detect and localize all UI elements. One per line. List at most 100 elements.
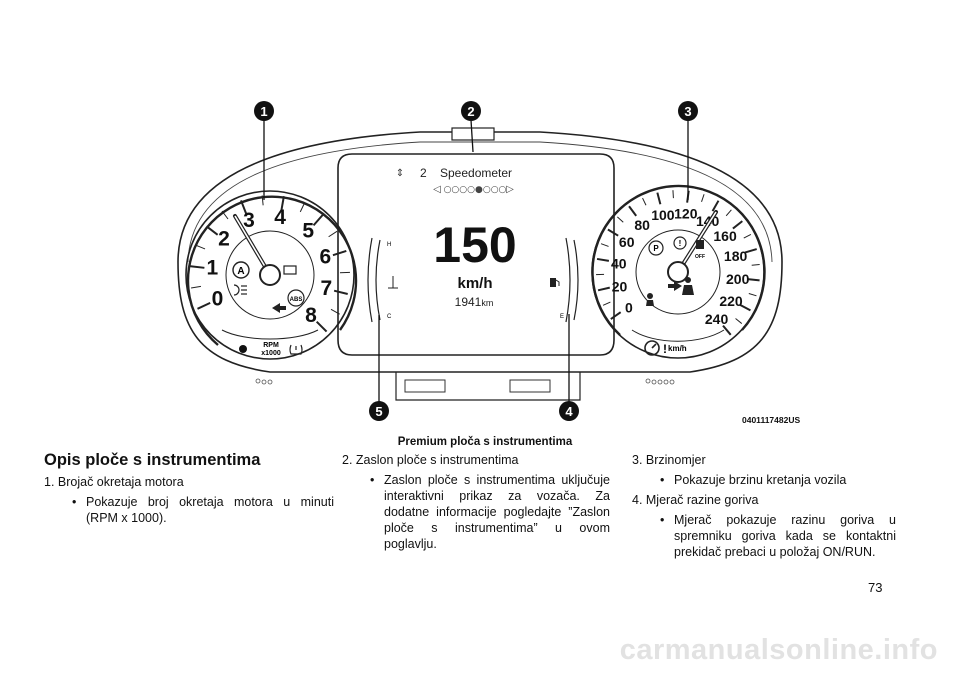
menu-left-arrow-icon: ◁ — [433, 184, 441, 195]
odometer: 1941km — [455, 295, 494, 309]
speedometer-tick — [597, 286, 610, 292]
speedometer-number: 240 — [705, 311, 729, 327]
tachometer-tick — [190, 265, 205, 269]
vent-holes-left — [255, 378, 273, 385]
speedometer-tick — [607, 228, 619, 237]
svg-text:P: P — [653, 244, 659, 253]
temp-low-label: C — [387, 314, 392, 320]
brake-warning-icon: ! — [673, 236, 687, 250]
svg-text:2: 2 — [467, 104, 474, 119]
tachometer-hub — [259, 264, 281, 286]
image-code: 0401117482US — [742, 415, 800, 425]
tachometer-tick — [328, 230, 338, 238]
tachometer-tick — [221, 210, 229, 220]
figure-caption: Premium ploča s instrumentima — [397, 436, 573, 448]
menu-updown-icon: ⇕ — [396, 168, 404, 179]
indicator-dot-icon — [239, 345, 247, 353]
tachometer-tick — [197, 301, 211, 310]
vent-holes-right — [645, 378, 675, 385]
speedometer-tick — [628, 205, 638, 217]
speedometer-number: 80 — [634, 217, 650, 233]
odometer-unit: km — [481, 298, 493, 308]
digital-speed: 150 — [433, 217, 516, 273]
tachometer-tick — [333, 289, 348, 295]
speedometer-tick — [656, 192, 662, 205]
speedometer-tick — [701, 194, 705, 203]
tachometer-number: 5 — [302, 219, 314, 242]
parking-brake-icon: P — [648, 240, 664, 256]
item-2-heading: 2. Zaslon ploče s instrumentima — [342, 453, 519, 467]
svg-text:!: ! — [679, 239, 682, 248]
speedometer-number: 220 — [719, 293, 743, 309]
speedometer-number: 160 — [713, 228, 737, 244]
tachometer-number: 0 — [212, 288, 224, 311]
text-column-left: Opis ploče s instrumentima 1. Brojač okr… — [44, 452, 334, 530]
speedometer-tick — [725, 209, 732, 217]
tachometer-tick — [280, 196, 285, 211]
menu-number: 2 — [420, 166, 427, 180]
svg-text:A: A — [237, 266, 244, 277]
svg-text:1: 1 — [260, 104, 267, 119]
tachometer-tick — [261, 195, 264, 206]
callout-2: 2 — [461, 101, 481, 121]
traction-control-off-icon: OFF — [695, 240, 705, 260]
tachometer-number: 8 — [305, 304, 317, 327]
item-1-bullet: Pokazuje broj okretaja motora u minuti (… — [44, 494, 334, 526]
rpm-multiplier: x1000 — [261, 350, 281, 357]
callout-1: 1 — [254, 101, 274, 121]
speedometer-warning-mark: ! — [663, 342, 667, 356]
page-indicator-dots: ○○○○●○○○ — [444, 185, 507, 195]
tachometer-number: 2 — [218, 228, 230, 251]
rpm-label: RPM — [263, 342, 279, 349]
tachometer-tick — [190, 285, 202, 289]
speedometer-number: 200 — [726, 271, 750, 287]
coolant-temp-icon — [388, 276, 398, 289]
tachometer-number: 7 — [320, 277, 332, 300]
speedometer-number: 20 — [612, 278, 628, 294]
speedometer-tick — [610, 311, 622, 320]
auto-headlamp-icon: A — [232, 261, 250, 279]
speedometer-tick — [751, 264, 760, 266]
callout-3: 3 — [678, 101, 698, 121]
speedometer-ticks — [596, 190, 760, 336]
check-engine-icon — [283, 265, 297, 275]
speedometer-tick — [732, 220, 743, 230]
left-turn-arrow-icon — [272, 303, 286, 313]
speedometer-tick — [735, 318, 743, 324]
fuel-empty-label: E — [560, 314, 564, 320]
seatbelt-warning-icon — [682, 277, 694, 295]
speedometer-number: 180 — [724, 248, 748, 264]
menu-right-arrow-icon: ▷ — [506, 184, 514, 195]
speedometer-bottom-panel: ! km/h — [644, 340, 687, 356]
speedometer-number: 0 — [625, 299, 633, 315]
tachometer-tick — [332, 249, 347, 257]
tachometer-number: 1 — [207, 257, 219, 280]
cluster-housing — [177, 131, 783, 373]
abs-warning-icon: ABS — [287, 289, 305, 307]
speedometer-tick — [739, 303, 751, 312]
menu-title: Speedometer — [440, 166, 512, 180]
item-3-heading: 3. Brzinomjer — [632, 453, 706, 467]
tachometer-tick — [195, 244, 206, 250]
speedometer-hub — [667, 261, 689, 283]
tachometer-number: 6 — [319, 246, 331, 269]
svg-text:5: 5 — [375, 404, 382, 419]
center-display: ⇕ 2 Speedometer ◁ ○○○○●○○○ ▷ 150 km/h 19… — [337, 153, 615, 356]
speedometer-tick — [617, 216, 624, 223]
cruise-control-icon — [644, 340, 660, 356]
svg-text:4: 4 — [565, 404, 573, 419]
tachometer-tick — [299, 202, 306, 213]
svg-text:ABS: ABS — [290, 297, 303, 303]
text-column-right: 3. Brzinomjer Pokazuje brzinu kretanja v… — [632, 452, 896, 564]
tachometer-number: 4 — [274, 206, 286, 229]
speedometer-tick — [642, 197, 647, 206]
item-4-bullet: Mjerač pokazuje razinu goriva u spremnik… — [632, 512, 896, 560]
page-number: 73 — [868, 580, 883, 595]
speedometer-tick — [744, 248, 758, 254]
svg-text:3: 3 — [684, 104, 691, 119]
tachometer-tick — [240, 200, 248, 214]
tachometer-number: 3 — [243, 209, 255, 232]
